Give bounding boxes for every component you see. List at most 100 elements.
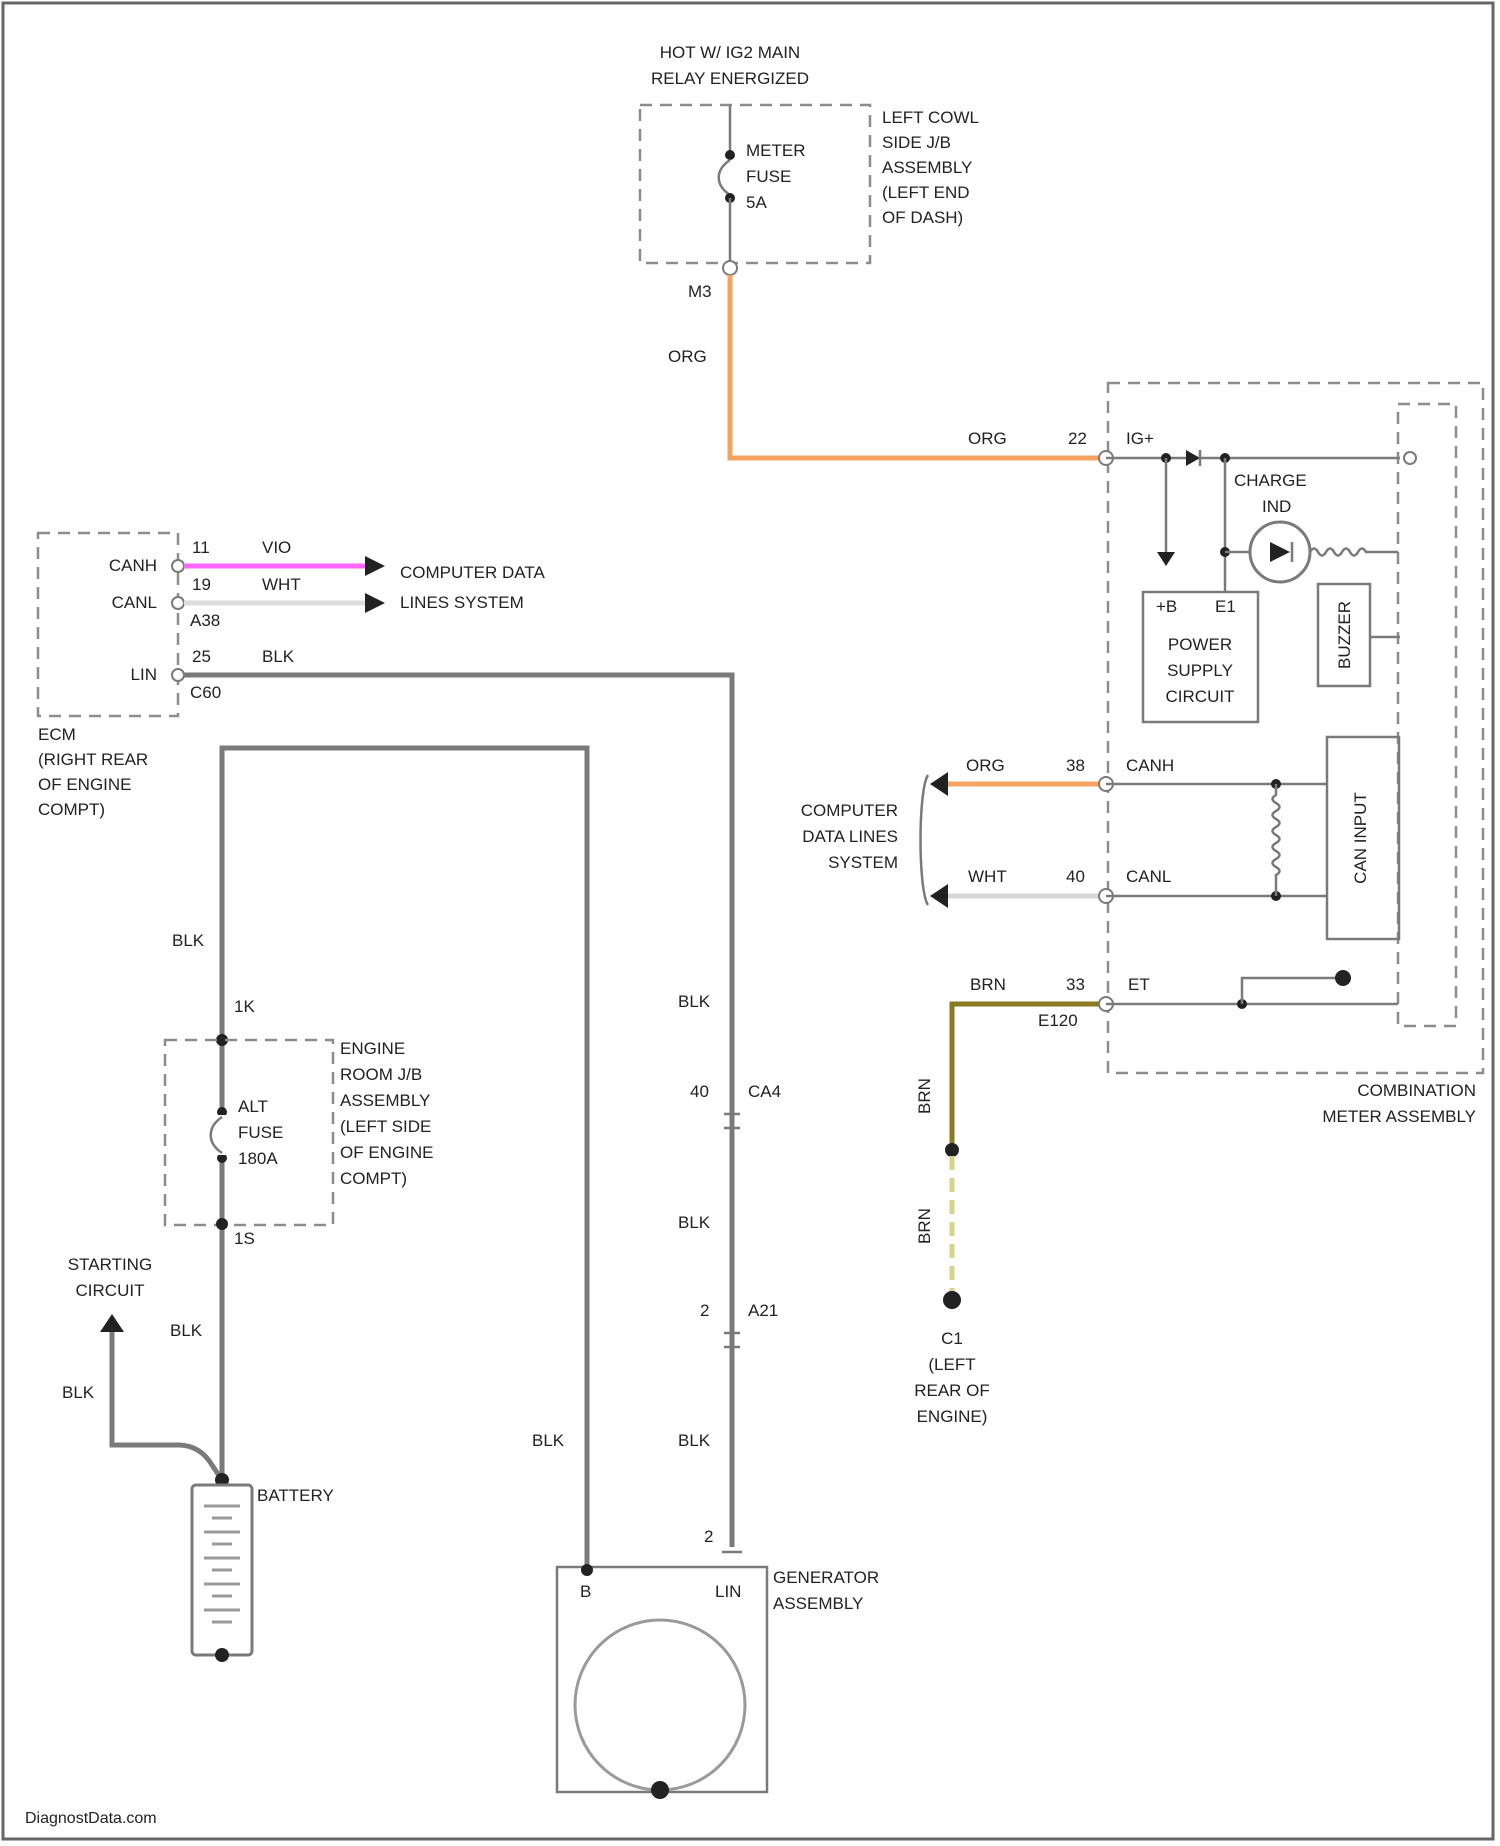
alt-node-bot xyxy=(216,1218,228,1230)
can-terminator-resistor-icon xyxy=(1273,784,1280,896)
ecm-pin-lin: LIN xyxy=(131,665,157,684)
inner-terminal xyxy=(1404,452,1416,464)
ecm-pin-num-19: 19 xyxy=(192,575,211,594)
psc-label-1: POWER xyxy=(1168,635,1232,654)
canl-pin-name: CANL xyxy=(1126,867,1171,886)
meter-fuse-label-2: FUSE xyxy=(746,167,791,186)
meter-fuse-label-1: METER xyxy=(746,141,806,160)
brn-wire-label-2: BRN xyxy=(915,1208,934,1244)
ecm-connector-c60: C60 xyxy=(190,683,221,702)
charge-label-1: CHARGE xyxy=(1234,471,1307,490)
starting-arrow-icon xyxy=(100,1314,124,1332)
engine-jb-label-6: COMPT) xyxy=(340,1169,407,1188)
ecm-wire-vio: VIO xyxy=(262,538,291,557)
et-pin-name: ET xyxy=(1128,975,1150,994)
cdl-label-1: COMPUTER xyxy=(801,801,898,820)
plusb-arrow-icon xyxy=(1157,552,1175,566)
psc-label-3: CIRCUIT xyxy=(1166,687,1235,706)
m3-connector xyxy=(723,261,737,275)
cdl-label-3: SYSTEM xyxy=(828,853,898,872)
gen-pin-b: B xyxy=(580,1582,591,1601)
generator-ground-icon xyxy=(651,1781,669,1799)
fuse-node-top xyxy=(725,150,735,160)
lin-pin-40: 40 xyxy=(690,1082,709,1101)
charge-resistor-icon xyxy=(1310,549,1398,556)
charge-led-icon xyxy=(1270,542,1290,562)
canh-out-arrow-icon xyxy=(930,772,948,796)
ecm-canh-terminal xyxy=(172,560,184,572)
c1-ground-icon xyxy=(943,1291,961,1309)
meter-label-2: METER ASSEMBLY xyxy=(1322,1107,1476,1126)
gen-b-node xyxy=(581,1564,593,1576)
battery-ground-icon xyxy=(215,1648,229,1662)
ecm-label-1: ECM xyxy=(38,725,76,744)
alt-wire-top-label: BLK xyxy=(172,931,205,950)
ecm-connector-a38: A38 xyxy=(190,611,220,630)
alt-fuse-label-1: ALT xyxy=(238,1097,268,1116)
ecm-label-3: OF ENGINE xyxy=(38,775,132,794)
psc-label-2: SUPPLY xyxy=(1167,661,1233,680)
relay-label: RELAY ENERGIZED xyxy=(651,69,809,88)
charge-label-2: IND xyxy=(1262,497,1291,516)
ecm-pin-num-25: 25 xyxy=(192,647,211,666)
meter-fuse-label-3: 5A xyxy=(746,193,767,212)
ecm-label-4: COMPT) xyxy=(38,800,105,819)
lin-pin-2b: 2 xyxy=(704,1527,713,1546)
cdl-brace xyxy=(921,775,929,905)
c1-label-2: (LEFT xyxy=(928,1355,975,1374)
canh-wire-label: ORG xyxy=(966,756,1005,775)
engine-jb-label-2: ROOM J/B xyxy=(340,1065,422,1084)
lin-wire-label-2: BLK xyxy=(678,1213,711,1232)
org-wire-label-2: ORG xyxy=(968,429,1007,448)
ecm-wire-blk: BLK xyxy=(262,647,295,666)
ecm-pin-canl: CANL xyxy=(112,593,157,612)
alt-fuse-label-2: FUSE xyxy=(238,1123,283,1142)
canh-pin-name: CANH xyxy=(1126,756,1174,775)
et-gnd-dot xyxy=(1335,970,1351,986)
c1-label-4: ENGINE) xyxy=(917,1407,988,1426)
generator-label-1: GENERATOR xyxy=(773,1568,879,1587)
et-wire-label: BRN xyxy=(970,975,1006,994)
org-wire-label-1: ORG xyxy=(668,347,707,366)
ig-diode-icon xyxy=(1186,450,1200,466)
engine-jb-label-4: (LEFT SIDE xyxy=(340,1117,431,1136)
gen-pin-lin: LIN xyxy=(715,1582,741,1601)
starting-label-2: CIRCUIT xyxy=(76,1281,145,1300)
canl-wire-label: WHT xyxy=(968,867,1007,886)
canh-pin-num: 38 xyxy=(1066,756,1085,775)
a21-label: A21 xyxy=(748,1301,778,1320)
brn-splice-dot xyxy=(945,1143,959,1157)
hot-label: HOT W/ IG2 MAIN xyxy=(660,43,800,62)
alt-fuse-gap xyxy=(212,1115,232,1155)
alt-pin-1k: 1K xyxy=(234,997,255,1016)
starting-label-1: STARTING xyxy=(68,1255,152,1274)
psc-pin-b: +B xyxy=(1156,597,1177,616)
cowl-jb-label-2: SIDE J/B xyxy=(882,133,951,152)
gen-wire-label: BLK xyxy=(532,1431,565,1450)
ecm-target-label-2: LINES SYSTEM xyxy=(400,593,524,612)
starting-wire xyxy=(112,1332,222,1480)
lin-pin-2a: 2 xyxy=(700,1301,709,1320)
engine-jb-label-1: ENGINE xyxy=(340,1039,405,1058)
cowl-jb-label-4: (LEFT END xyxy=(882,183,970,202)
ca4-label: CA4 xyxy=(748,1082,781,1101)
meter-inner-box xyxy=(1398,404,1456,1026)
ecm-target-label-1: COMPUTER DATA xyxy=(400,563,545,582)
et-brn-wire xyxy=(952,1004,1102,1145)
ig-pin-num: 22 xyxy=(1068,429,1087,448)
alt-fuse-label-3: 180A xyxy=(238,1149,278,1168)
canl-pin-num: 40 xyxy=(1066,867,1085,886)
ecm-label-2: (RIGHT REAR xyxy=(38,750,148,769)
canl-out-arrow-icon xyxy=(930,884,948,908)
lin-wire-label-3: BLK xyxy=(678,1431,711,1450)
ecm-lin-terminal xyxy=(172,669,184,681)
engine-jb-label-3: ASSEMBLY xyxy=(340,1091,430,1110)
c1-label-1: C1 xyxy=(941,1329,963,1348)
c1-label-3: REAR OF xyxy=(914,1381,990,1400)
canl-arrow-icon xyxy=(365,593,385,613)
m3-connector-label: M3 xyxy=(688,282,712,301)
ecm-pin-num-11: 11 xyxy=(192,538,210,557)
ecm-wire-wht: WHT xyxy=(262,575,301,594)
engine-jb-label-5: OF ENGINE xyxy=(340,1143,434,1162)
